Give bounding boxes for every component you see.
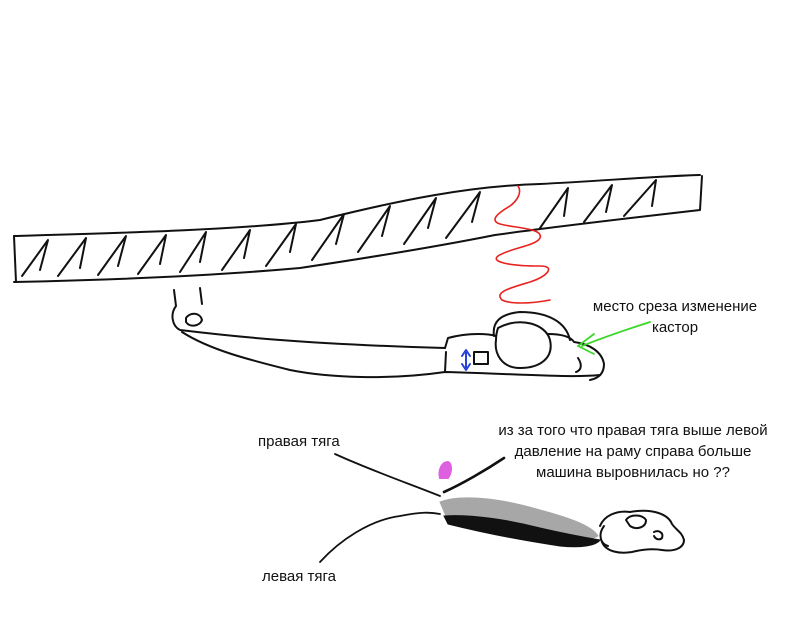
note-line-1: из за того что правая тяга выше левой [498, 422, 768, 439]
magenta-mark [438, 460, 452, 479]
green-arrow-icon [577, 321, 651, 355]
note-leader [442, 456, 506, 494]
right-rod-label: правая тяга [258, 433, 340, 450]
frame-rail [13, 174, 703, 283]
trailing-arm [171, 287, 605, 381]
cut-place-line-1: место среза изменение [592, 298, 758, 315]
note-line-3: машина выровнилась но ?? [536, 464, 730, 481]
cut-place-line-2: кастор [651, 319, 699, 336]
left-rod-label: левая тяга [262, 568, 337, 585]
left-rod-black [443, 515, 601, 548]
blue-double-arrow-icon [461, 349, 471, 371]
left-rod-leader [319, 511, 441, 563]
note-line-2: давление на раму справа больше [514, 443, 752, 460]
spring [494, 185, 551, 304]
note-annotation: из за того что правая тяга выше левой да… [468, 420, 798, 483]
cut-place-annotation: место среза изменение кастор [560, 296, 790, 338]
right-rod-leader [334, 453, 441, 497]
rod-bracket [599, 509, 685, 554]
